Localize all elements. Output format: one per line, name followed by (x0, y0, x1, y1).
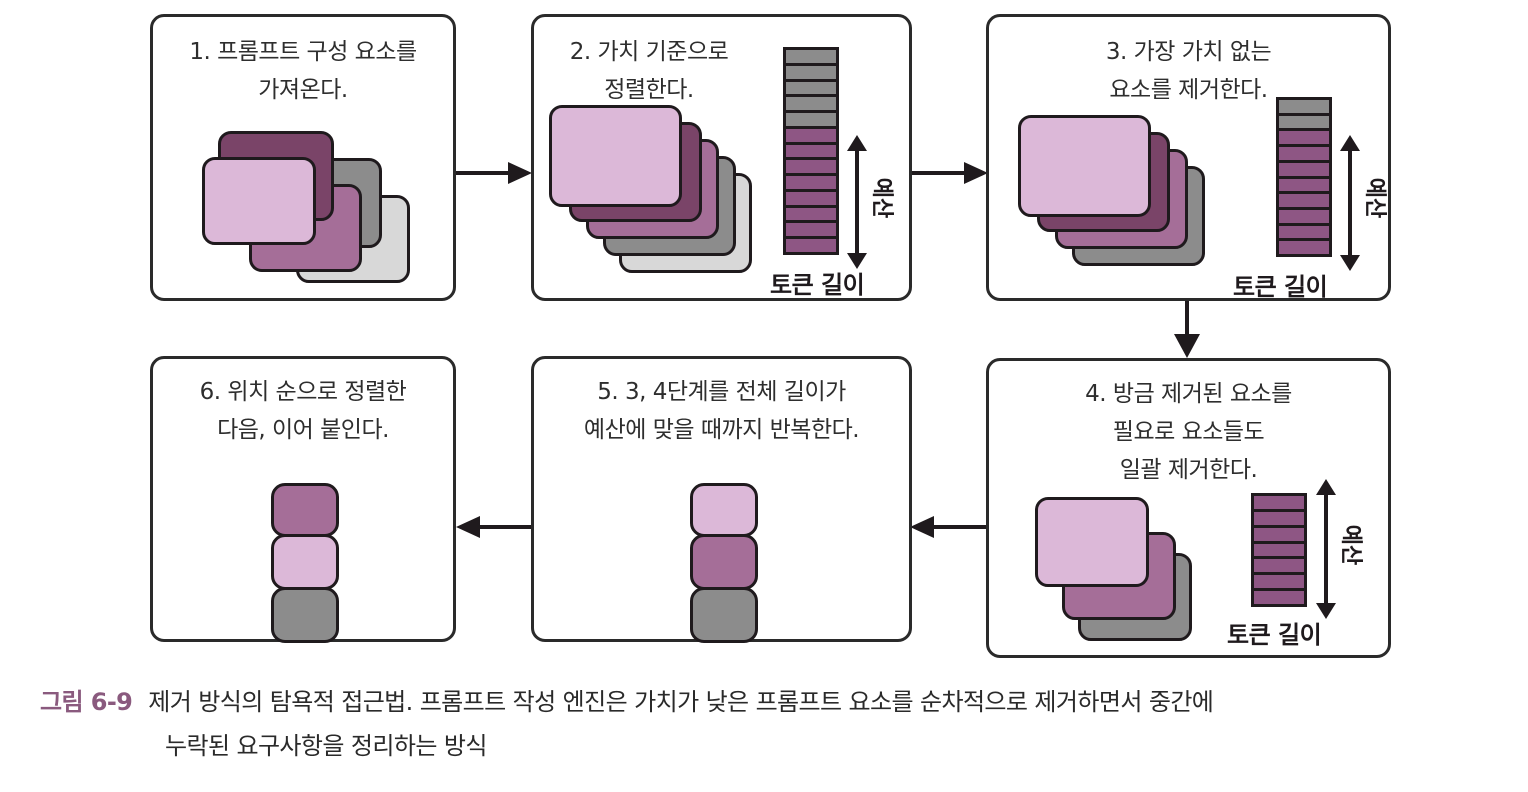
element-card-light-purple (1035, 497, 1149, 587)
token-segment-in-budget (1279, 209, 1329, 223)
arrow-5-to-6-line (475, 525, 531, 529)
token-segment-in-budget (1279, 131, 1329, 145)
step-2-panel: 2. 가치 기준으로 정렬한다. 예산 토큰 길이 (531, 14, 912, 301)
element-chip-mid-purple (690, 534, 758, 590)
token-segment-in-budget (1254, 543, 1304, 557)
element-chip-dark-gray (271, 587, 339, 643)
token-length-bar (783, 47, 839, 255)
token-length-bar (1276, 97, 1332, 257)
caption-line-2: 누락된 요구사항을 정리하는 방식 (165, 732, 487, 760)
budget-arrow-icon (1316, 479, 1336, 619)
step-4-panel: 4. 방금 제거된 요소를 필요로 요소들도 일괄 제거한다. 예산 토큰 길이 (986, 358, 1391, 658)
element-chip-dark-gray (690, 587, 758, 643)
arrow-down-icon (1174, 334, 1200, 358)
token-segment-in-budget (1254, 496, 1304, 509)
arrow-right-icon (964, 162, 988, 184)
step-2-title: 2. 가치 기준으로 정렬한다. (569, 39, 729, 103)
token-segment-in-budget (786, 191, 836, 205)
token-segment-in-budget (786, 144, 836, 158)
token-segment-over-budget (1279, 100, 1329, 113)
token-segment-in-budget (1254, 559, 1304, 573)
element-card-light-purple (1018, 115, 1151, 217)
token-segment-in-budget (786, 176, 836, 189)
token-length-label: 토큰 길이 (1233, 273, 1328, 301)
budget-label: 예산 (1362, 177, 1388, 219)
arrow-right-icon (508, 162, 532, 184)
token-segment-in-budget (1279, 241, 1329, 255)
token-segment-in-budget (786, 239, 836, 252)
element-chip-light-purple (271, 534, 339, 590)
token-segment-over-budget (786, 113, 836, 126)
token-segment-in-budget (1279, 178, 1329, 192)
arrow-2-to-3-line (912, 171, 968, 175)
token-segment-over-budget (786, 81, 836, 95)
figure-caption: 그림 6-9 제거 방식의 탐욕적 접근법. 프롬프트 작성 엔진은 가치가 낮은… (40, 680, 1214, 768)
budget-label: 예산 (869, 177, 895, 219)
arrow-left-icon (456, 516, 480, 538)
budget-arrow-icon (1340, 135, 1360, 271)
step-5-panel: 5. 3, 4단계를 전체 길이가 예산에 맞을 때까지 반복한다. (531, 356, 912, 643)
token-length-label: 토큰 길이 (770, 271, 865, 299)
token-segment-in-budget (1279, 162, 1329, 176)
token-length-bar (1251, 493, 1307, 607)
element-chip-mid-purple (271, 483, 339, 537)
step-1-panel: 1. 프롬프트 구성 요소를 가져온다. (150, 14, 456, 301)
token-segment-in-budget (786, 223, 836, 237)
arrow-3-to-4-line (1185, 301, 1189, 335)
token-segment-in-budget (786, 160, 836, 174)
token-segment-over-budget (786, 97, 836, 111)
token-segment-in-budget (786, 128, 836, 142)
token-segment-in-budget (1254, 511, 1304, 525)
budget-label: 예산 (1338, 524, 1364, 566)
budget-arrow-icon (847, 135, 867, 269)
element-card-light-purple (549, 105, 682, 207)
element-chip-light-purple (690, 483, 758, 537)
arrow-4-to-5-line (930, 525, 986, 529)
step-3-title: 3. 가장 가치 없는 요소를 제거한다. (1105, 39, 1272, 103)
token-segment-over-budget (1279, 115, 1329, 129)
token-segment-in-budget (1254, 527, 1304, 541)
token-segment-in-budget (1254, 575, 1304, 589)
token-segment-in-budget (786, 207, 836, 221)
arrow-1-to-2-line (456, 171, 512, 175)
step-6-title: 6. 위치 순으로 정렬한 다음, 이어 붙인다. (199, 379, 407, 443)
step-4-title: 4. 방금 제거된 요소를 필요로 요소들도 일괄 제거한다. (1085, 381, 1292, 483)
caption-line-1: 제거 방식의 탐욕적 접근법. 프롬프트 작성 엔진은 가치가 낮은 프롬프트 … (148, 688, 1214, 716)
step-5-title: 5. 3, 4단계를 전체 길이가 예산에 맞을 때까지 반복한다. (583, 379, 860, 443)
token-segment-in-budget (1254, 591, 1304, 605)
token-segment-over-budget (786, 65, 836, 79)
element-card-light-purple (202, 157, 316, 245)
token-segment-in-budget (1279, 147, 1329, 160)
figure-number: 그림 6-9 (40, 688, 133, 716)
token-length-label: 토큰 길이 (1227, 621, 1322, 649)
step-6-panel: 6. 위치 순으로 정렬한 다음, 이어 붙인다. (150, 356, 456, 643)
token-segment-in-budget (1279, 225, 1329, 239)
arrow-left-icon (910, 516, 934, 538)
token-segment-over-budget (786, 50, 836, 63)
step-1-title: 1. 프롬프트 구성 요소를 가져온다. (189, 39, 417, 103)
token-segment-in-budget (1279, 194, 1329, 207)
step-3-panel: 3. 가장 가치 없는 요소를 제거한다. 예산 토큰 길이 (986, 14, 1391, 301)
